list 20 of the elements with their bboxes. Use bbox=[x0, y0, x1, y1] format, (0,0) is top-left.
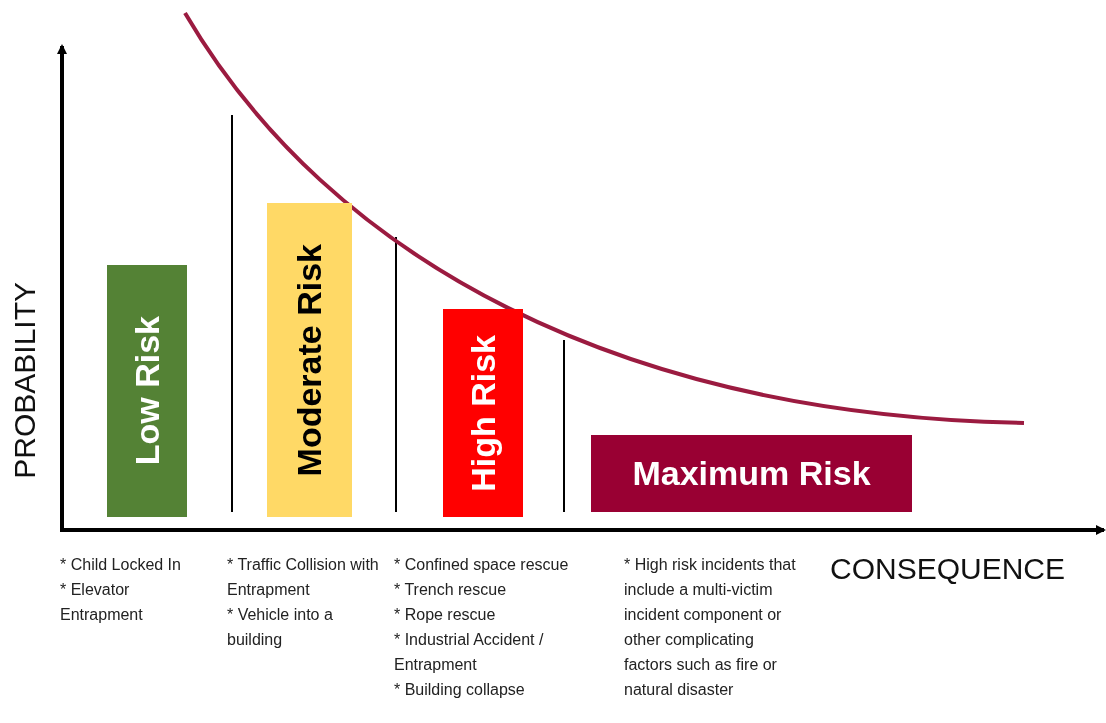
bar-label: Moderate Risk bbox=[290, 243, 329, 477]
example-text: * Confined space rescue bbox=[394, 555, 570, 575]
bar-label: Low Risk bbox=[127, 316, 167, 466]
example-text: * Trench rescue bbox=[394, 580, 508, 600]
risk-bar bbox=[443, 309, 523, 517]
bar-label: Maximum Risk bbox=[632, 454, 871, 493]
example-text: * Vehicle into a building bbox=[227, 605, 334, 650]
example-text: * Traffic Collision with Entrapment bbox=[227, 555, 380, 600]
example-text: * High risk incidents that include a multi-victim incident component or other complicating factors such as fire or natural disaster bbox=[624, 555, 797, 700]
example-text: * Child Locked In bbox=[60, 555, 182, 575]
risk-bar bbox=[591, 435, 912, 512]
example-text: * Building collapse bbox=[394, 680, 526, 700]
example-text: * Industrial Accident / Entrapment bbox=[394, 630, 545, 675]
axis-title: PROBABILITY bbox=[8, 282, 42, 479]
example-text: * Rope rescue bbox=[394, 605, 497, 625]
example-text: * Elevator Entrapment bbox=[60, 580, 144, 625]
bar-label: High Risk bbox=[463, 334, 503, 492]
axis-title: CONSEQUENCE bbox=[830, 552, 1066, 586]
risk-bar bbox=[267, 203, 352, 517]
risk-bar bbox=[107, 265, 187, 517]
